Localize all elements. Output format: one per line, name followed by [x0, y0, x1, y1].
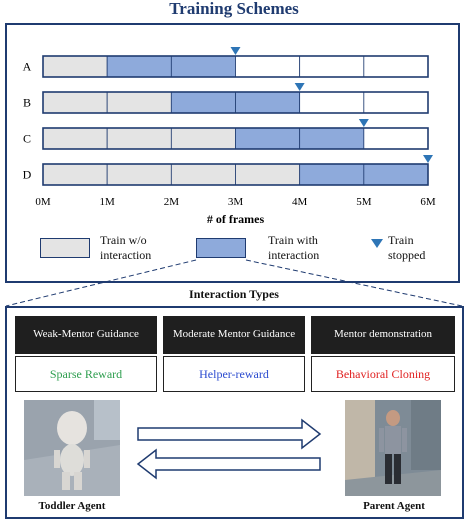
stop-marker-a	[230, 47, 241, 55]
x-tick-label: 1M	[100, 196, 116, 208]
row-a-frame	[42, 55, 429, 78]
row-c-segment	[299, 127, 365, 150]
row-b-segment	[170, 91, 236, 114]
x-tick-label: 5M	[356, 196, 372, 208]
legend-swatch-without	[40, 238, 90, 258]
legend-label-without: Train w/o interaction	[100, 233, 152, 262]
toddler-agent-image	[24, 400, 120, 496]
row-a-segment	[363, 55, 429, 78]
row-a-segment	[235, 55, 301, 78]
row-d-segment	[106, 163, 172, 186]
legend-label-stopped: Train stopped	[388, 233, 426, 262]
x-tick-label: 6M	[420, 196, 436, 208]
row-b-segment	[363, 91, 429, 114]
row-c-segment	[235, 127, 301, 150]
row-label-d: D	[23, 168, 32, 182]
row-a-segment	[42, 55, 108, 78]
row-d-segment	[235, 163, 301, 186]
stop-marker-b	[294, 83, 305, 91]
row-d-frame	[42, 163, 429, 186]
row-b-frame	[42, 91, 429, 114]
toddler-agent-label: Toddler Agent	[38, 500, 106, 512]
interaction-types-title: Interaction Types	[189, 287, 279, 301]
legend-label-with: Train with interaction	[268, 233, 320, 262]
type-header-weak: Weak-Mentor Guidance	[15, 316, 157, 354]
row-label-c: C	[23, 132, 31, 146]
right-arrow-icon	[137, 418, 322, 450]
type-name-helper-reward: Helper-reward	[199, 366, 269, 381]
row-b-segment	[106, 91, 172, 114]
main-title: Training Schemes	[169, 0, 299, 18]
interaction-types-panel	[5, 306, 464, 519]
x-axis-label: # of frames	[207, 212, 265, 226]
x-tick-label: 3M	[228, 196, 244, 208]
row-c-segment	[363, 127, 429, 150]
row-a-segment	[106, 55, 172, 78]
type-box-helper-reward: Helper-reward	[163, 356, 305, 392]
row-c-frame	[42, 127, 429, 150]
legend-swatch-with	[196, 238, 246, 258]
type-header-moderate: Moderate Mentor Guidance	[163, 316, 305, 354]
x-tick-label: 4M	[292, 196, 308, 208]
stop-marker-c	[358, 119, 369, 127]
row-d-segment	[42, 163, 108, 186]
row-b-segment	[299, 91, 365, 114]
parent-agent-label: Parent Agent	[363, 500, 425, 512]
row-c-segment	[170, 127, 236, 150]
row-label-b: B	[23, 96, 31, 110]
type-name-sparse-reward: Sparse Reward	[49, 366, 123, 381]
type-box-behavioral-cloning: Behavioral Cloning	[311, 356, 455, 392]
interaction-arrows	[136, 418, 322, 480]
left-arrow-icon	[136, 448, 321, 480]
type-name-behavioral-cloning: Behavioral Cloning	[335, 366, 431, 381]
x-tick-label: 2M	[164, 196, 180, 208]
row-b-segment	[42, 91, 108, 114]
row-d-segment	[170, 163, 236, 186]
legend-marker-icon	[371, 239, 383, 248]
training-schemes-panel	[5, 23, 460, 283]
row-label-a: A	[23, 60, 32, 74]
row-c-segment	[106, 127, 172, 150]
row-b-segment	[235, 91, 301, 114]
training-chart: A B C D 0M 1M 2M 3M 4M 5M 6M # of frames	[23, 47, 436, 226]
type-box-sparse-reward: Sparse Reward	[15, 356, 157, 392]
connector-lines	[5, 259, 463, 307]
stop-marker-d	[423, 155, 433, 163]
row-c-segment	[42, 127, 108, 150]
row-d-segment	[363, 163, 429, 186]
row-a-segment	[299, 55, 365, 78]
type-header-demonstration: Mentor demonstration	[311, 316, 455, 354]
parent-agent-image	[345, 400, 441, 496]
row-d-segment	[299, 163, 365, 186]
row-a-segment	[170, 55, 236, 78]
x-tick-label: 0M	[35, 196, 51, 208]
